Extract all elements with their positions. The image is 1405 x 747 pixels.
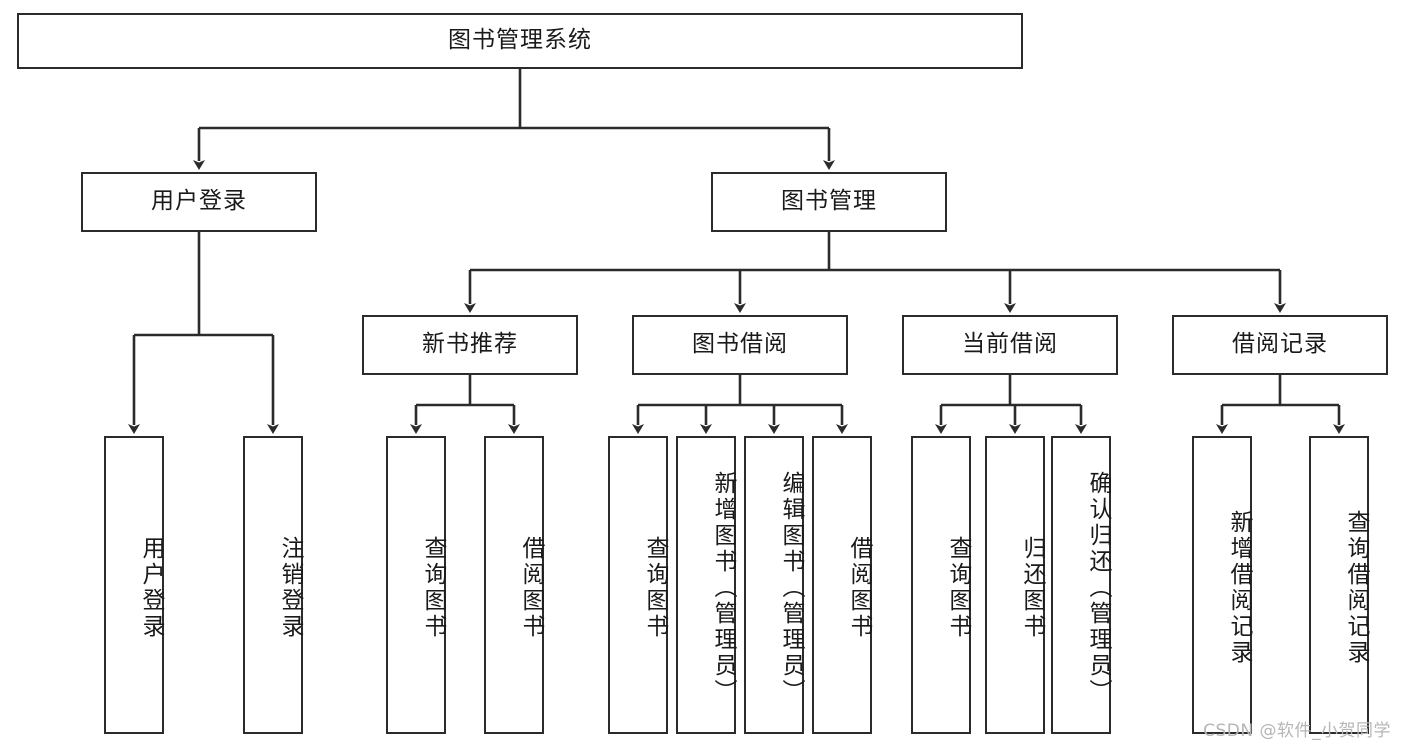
node-root-label: 图书管理系统 xyxy=(448,27,592,54)
node-leaf-add-record[interactable]: 新增借阅记录 xyxy=(1192,436,1252,734)
node-leaf-add-book[interactable]: 新增图书（管理员） xyxy=(676,436,736,734)
leaf-label: 借阅图书 xyxy=(518,536,544,640)
node-leaf-confirm-return[interactable]: 确认归还（管理员） xyxy=(1051,436,1111,734)
node-leaf-logout[interactable]: 注销登录 xyxy=(243,436,303,734)
node-leaf-borrow-book-1[interactable]: 借阅图书 xyxy=(484,436,544,734)
leaf-label: 查询图书 xyxy=(642,536,668,640)
node-book-manage-label: 图书管理 xyxy=(781,188,877,215)
node-leaf-query-book-3[interactable]: 查询图书 xyxy=(911,436,971,734)
leaf-label: 用户登录 xyxy=(138,536,164,640)
node-user-login-label: 用户登录 xyxy=(151,188,247,215)
leaf-label: 编辑图书（管理员） xyxy=(778,471,804,705)
node-root[interactable]: 图书管理系统 xyxy=(17,13,1023,69)
leaf-label: 查询图书 xyxy=(420,536,446,640)
leaf-label: 查询借阅记录 xyxy=(1343,510,1369,666)
node-leaf-edit-book[interactable]: 编辑图书（管理员） xyxy=(744,436,804,734)
node-book-borrow[interactable]: 图书借阅 xyxy=(632,315,848,375)
node-user-login[interactable]: 用户登录 xyxy=(81,172,317,232)
node-new-book-rec-label: 新书推荐 xyxy=(422,331,518,358)
node-current-borrow-label: 当前借阅 xyxy=(962,331,1058,358)
node-borrow-record-label: 借阅记录 xyxy=(1232,331,1328,358)
leaf-label: 归还图书 xyxy=(1019,536,1045,640)
leaf-label: 确认归还（管理员） xyxy=(1085,471,1111,705)
watermark-text: CSDN @软件_小贺同学 xyxy=(1203,721,1391,741)
node-book-borrow-label: 图书借阅 xyxy=(692,331,788,358)
node-leaf-borrow-book-2[interactable]: 借阅图书 xyxy=(812,436,872,734)
leaf-label: 新增图书（管理员） xyxy=(710,471,736,705)
node-leaf-query-book-2[interactable]: 查询图书 xyxy=(608,436,668,734)
leaf-label: 注销登录 xyxy=(277,536,303,640)
node-current-borrow[interactable]: 当前借阅 xyxy=(902,315,1118,375)
node-book-manage[interactable]: 图书管理 xyxy=(711,172,947,232)
node-leaf-query-book-1[interactable]: 查询图书 xyxy=(386,436,446,734)
node-leaf-query-record[interactable]: 查询借阅记录 xyxy=(1309,436,1369,734)
node-borrow-record[interactable]: 借阅记录 xyxy=(1172,315,1388,375)
leaf-label: 借阅图书 xyxy=(846,536,872,640)
node-new-book-rec[interactable]: 新书推荐 xyxy=(362,315,578,375)
leaf-label: 查询图书 xyxy=(945,536,971,640)
node-leaf-user-login[interactable]: 用户登录 xyxy=(104,436,164,734)
leaf-label: 新增借阅记录 xyxy=(1226,510,1252,666)
node-leaf-return-book[interactable]: 归还图书 xyxy=(985,436,1045,734)
